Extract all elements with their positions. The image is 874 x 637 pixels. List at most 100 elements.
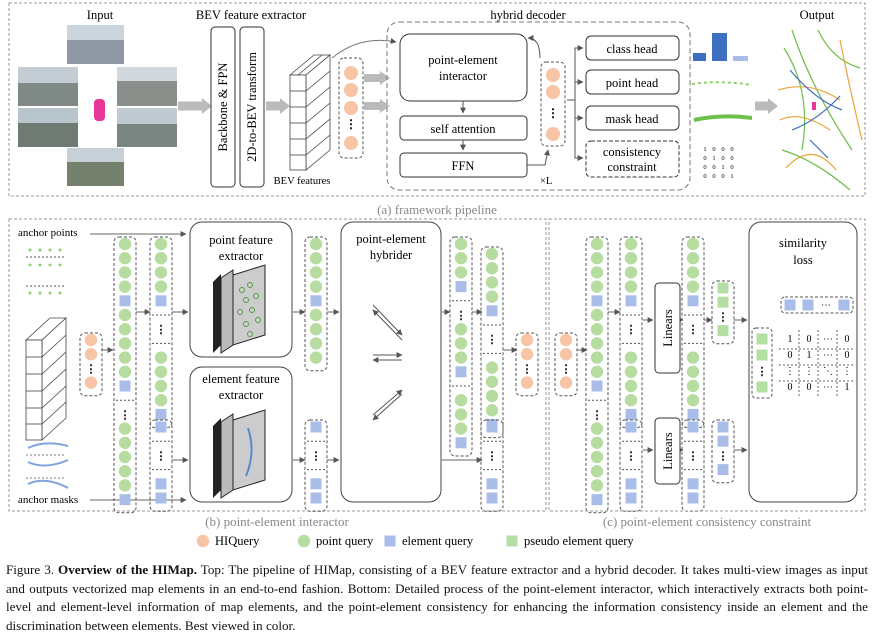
element-query-marker xyxy=(784,299,796,311)
pseudo-element-marker xyxy=(506,535,518,547)
anchor-masks-sample xyxy=(26,442,69,489)
query-column: ⋮ xyxy=(554,332,578,397)
point-query-marker xyxy=(624,379,638,393)
pseudo-element-marker xyxy=(756,333,768,345)
bev-feature-cube xyxy=(288,54,332,171)
point-query-marker xyxy=(590,280,604,293)
loss-label-1: similarity xyxy=(779,236,828,250)
point-query-marker xyxy=(590,266,604,279)
consistency-label-2: constraint xyxy=(607,160,657,174)
point-query-marker xyxy=(309,237,323,251)
point-query-marker xyxy=(590,252,604,265)
point-element-interactor-block xyxy=(399,33,528,102)
similarity-matrix-cell: 0 xyxy=(788,382,793,393)
point-query-marker xyxy=(485,276,499,289)
query-column-frame xyxy=(304,419,328,512)
element-sampling-planes xyxy=(213,409,266,499)
mini-matrix-cell: 1 xyxy=(703,146,706,153)
hiquery-circles-top xyxy=(344,66,358,150)
ellipsis-dots: ⋮ xyxy=(487,450,498,462)
query-column: ⋮ xyxy=(149,236,173,429)
ellipsis-dots: ⋮ xyxy=(626,324,637,336)
query-column: ⋮ xyxy=(619,236,643,429)
query-column: ⋮ xyxy=(681,236,705,429)
hybrider-label-1: point-element xyxy=(356,232,426,246)
query-columns: ⋮⋮⋮⋮⋮⋮⋮⋮⋮⋮⋮⋮⋮⋮⋮⋮⋮⋮⋮ xyxy=(79,236,748,514)
figure-diagram: Input BEV feature extractor hybrid decod… xyxy=(8,2,866,548)
layer-repeat-label: ×L xyxy=(540,176,552,187)
pseudo-element-marker xyxy=(717,296,729,308)
point-query-marker xyxy=(590,237,604,251)
similarity-matrix-cell: 0 xyxy=(807,334,812,345)
ellipsis-dots: ⋮ xyxy=(757,366,768,378)
similarity-matrix-cell: 1 xyxy=(845,382,850,393)
similarity-matrix-cell: 1 xyxy=(788,334,793,345)
query-column xyxy=(304,236,328,372)
query-column-frame xyxy=(681,419,705,512)
similarity-matrix-cell: ⋯ xyxy=(823,382,833,393)
anchor-points-sample xyxy=(26,248,66,295)
mini-matrix-cell: 0 xyxy=(730,164,733,171)
hiquery-marker xyxy=(84,376,98,389)
similarity-matrix-cell: 0 xyxy=(845,334,850,345)
hiquery-marker xyxy=(559,376,573,389)
query-column-frame xyxy=(480,419,504,512)
element-query-marker xyxy=(625,295,637,307)
hiquery-marker xyxy=(559,348,573,361)
point-query-marker xyxy=(118,252,132,265)
point-query-marker xyxy=(309,252,323,265)
query-column: ⋮ xyxy=(619,419,643,512)
point-query-marker xyxy=(686,252,700,265)
pseudo-element-marker xyxy=(756,349,768,361)
caption-prefix: Figure 3. xyxy=(6,562,59,577)
element-query-marker xyxy=(155,492,167,504)
hiquery-circles-decoder xyxy=(546,68,560,141)
self-attention-label: self attention xyxy=(431,122,497,136)
query-column: ⋮ xyxy=(304,419,328,512)
ellipsis-dots: ⋮ xyxy=(522,363,533,375)
mini-matrix-cell: 0 xyxy=(730,146,733,153)
query-column-frame xyxy=(711,419,735,484)
hiquery-column-decoder xyxy=(540,61,566,147)
backbone-fpn-label: Backbone & FPN xyxy=(216,63,230,152)
legend-label: element query xyxy=(402,534,474,548)
point-query-marker xyxy=(485,404,499,417)
point-query-marker xyxy=(154,280,168,293)
hybrider-arrows xyxy=(372,304,403,421)
point-query-marker xyxy=(590,479,604,492)
query-column: ⋮ xyxy=(480,246,504,439)
query-column: ⋮ xyxy=(681,419,705,512)
similarity-matrix-cell: 1 xyxy=(807,350,812,361)
element-query-marker xyxy=(310,295,322,307)
point-query-marker xyxy=(309,280,323,293)
figure-caption: Figure 3. Overview of the HIMap. Top: Th… xyxy=(6,561,868,635)
point-query-marker xyxy=(454,337,468,350)
efe-label-2: extractor xyxy=(219,388,264,402)
point-query-marker xyxy=(118,351,132,364)
element-query-marker xyxy=(155,295,167,307)
element-query-marker xyxy=(838,299,850,311)
interactor-section-label: (b) point-element interactor xyxy=(205,514,349,529)
point-query-marker xyxy=(624,394,638,407)
point-query-marker xyxy=(485,389,499,403)
element-query-marker xyxy=(310,478,322,490)
element-query-marker xyxy=(717,435,729,447)
pfe-label-1: point feature xyxy=(209,233,273,247)
point-query-marker xyxy=(309,337,323,350)
element-query-marker xyxy=(486,492,498,504)
point-query-marker xyxy=(624,280,638,293)
legend-label: pseudo element query xyxy=(524,534,634,548)
hiquery-marker xyxy=(520,376,534,389)
mini-matrix-cell: 0 xyxy=(721,173,724,180)
hiquery-marker xyxy=(559,333,573,347)
legend-label: HIQuery xyxy=(215,534,260,548)
element-query-marker xyxy=(119,295,131,307)
hiquery-marker xyxy=(196,534,210,548)
point-query-marker xyxy=(686,379,700,393)
mini-matrix-cell: 0 xyxy=(712,164,715,171)
ellipsis-dots: ⋮ xyxy=(718,311,729,323)
query-column-frame xyxy=(149,236,173,429)
point-query-marker xyxy=(485,262,499,275)
point-query-marker xyxy=(590,422,604,435)
point-query-marker xyxy=(686,266,700,279)
